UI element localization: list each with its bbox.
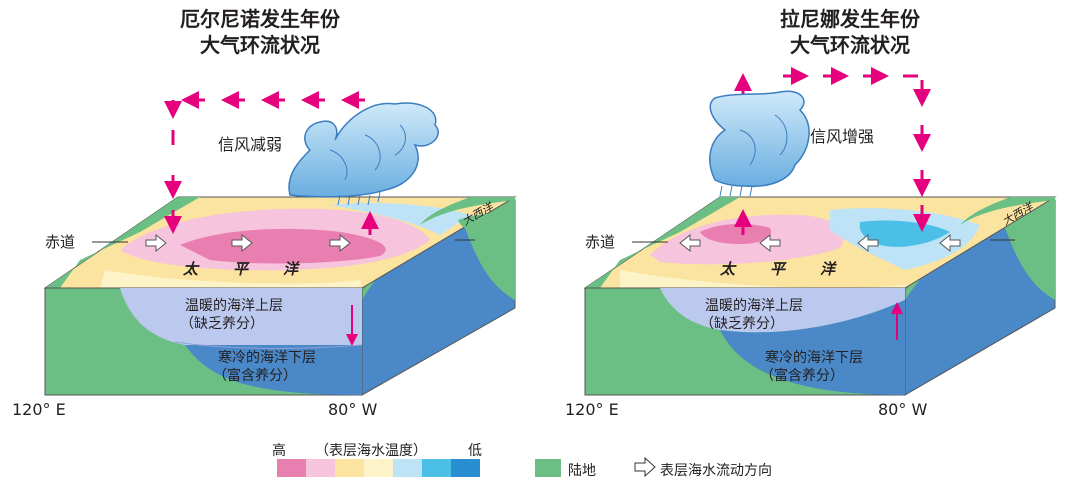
left-ocean-char-1: 太 xyxy=(182,260,200,278)
left-ocean-char-2: 平 xyxy=(233,260,250,278)
sst-swatch-0 xyxy=(277,459,306,477)
right-upper-note: （缺乏养分） xyxy=(700,316,784,332)
left-current-arrows xyxy=(145,233,351,253)
right-ocean-char-3: 洋 xyxy=(820,260,837,278)
left-title-line1: 厄尔尼诺发生年份 xyxy=(180,7,340,31)
right-lower-note: （富含养分） xyxy=(760,367,844,384)
right-lower-layer: 寒冷的海洋下层 xyxy=(765,349,863,366)
legend-high: 高 xyxy=(272,443,286,459)
sst-swatch-5 xyxy=(422,459,451,477)
legend xyxy=(277,456,656,478)
right-title-line1: 拉尼娜发生年份 xyxy=(780,7,920,31)
sst-swatch-1 xyxy=(306,459,335,477)
right-trade-wind-label: 信风增强 xyxy=(810,127,874,146)
right-circulation-loop xyxy=(734,67,931,235)
right-current-arrows xyxy=(679,233,961,253)
left-lower-note: （富含养分） xyxy=(213,367,297,384)
legend-sst-label: （表层海水温度） xyxy=(315,443,427,459)
left-equator-label: 赤道 xyxy=(45,233,75,251)
right-title: 拉尼娜发生年份 大气环流状况 xyxy=(750,6,950,58)
right-ocean-char-1: 太 xyxy=(719,260,737,278)
legend-current-label: 表层海水流动方向 xyxy=(660,463,772,479)
sst-swatch-4 xyxy=(393,459,422,477)
left-trade-wind-label: 信风减弱 xyxy=(218,135,282,154)
left-upper-layer: 温暖的海洋上层 xyxy=(185,298,283,314)
left-cloud-icon xyxy=(288,102,439,206)
right-title-line2: 大气环流状况 xyxy=(790,33,910,57)
left-lower-layer: 寒冷的海洋下层 xyxy=(218,349,316,366)
right-upper-layer: 温暖的海洋上层 xyxy=(705,298,803,314)
sst-swatch-6 xyxy=(451,459,480,477)
right-lon-east: 80° W xyxy=(878,400,927,419)
land-swatch xyxy=(535,459,561,477)
legend-low: 低 xyxy=(468,443,482,459)
left-ocean-char-3: 洋 xyxy=(283,260,300,278)
sst-swatch-2 xyxy=(335,459,364,477)
left-lon-west: 120° E xyxy=(12,400,66,419)
current-arrow-icon xyxy=(634,456,656,478)
sst-swatch-3 xyxy=(364,459,393,477)
left-title: 厄尔尼诺发生年份 大气环流状况 xyxy=(160,6,360,58)
left-title-line2: 大气环流状况 xyxy=(200,33,320,57)
right-equator-label: 赤道 xyxy=(585,233,615,251)
left-block xyxy=(43,196,517,396)
legend-land-label: 陆地 xyxy=(568,463,596,479)
sst-color-scale xyxy=(277,459,480,477)
right-ocean-char-2: 平 xyxy=(770,260,787,278)
left-lon-east: 80° W xyxy=(328,400,377,419)
right-cloud-icon xyxy=(709,90,810,197)
left-upper-note: （缺乏养分） xyxy=(180,316,264,332)
right-lon-west: 120° E xyxy=(565,400,619,419)
